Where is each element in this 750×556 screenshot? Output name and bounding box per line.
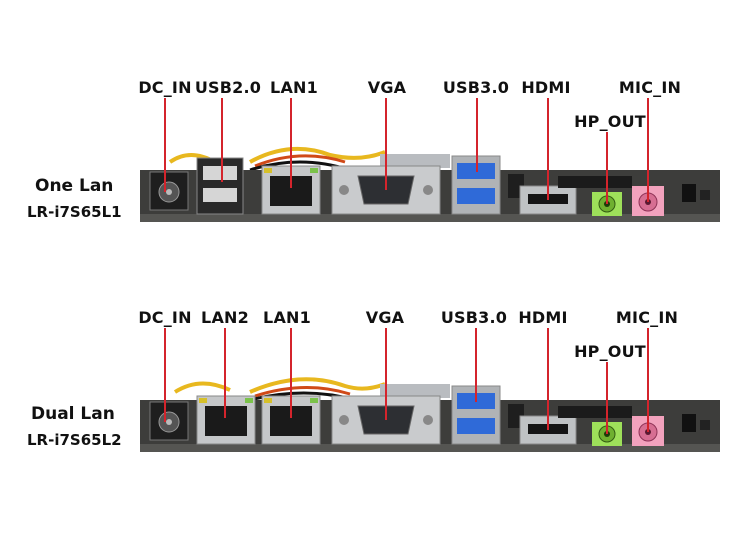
port-label-usb3: USB3.0 bbox=[440, 308, 508, 327]
port-label-hp-out: HP_OUT bbox=[574, 112, 646, 131]
port-label-usb3: USB3.0 bbox=[442, 78, 510, 97]
leader-line bbox=[385, 98, 387, 190]
dc-jack bbox=[149, 171, 189, 211]
model-number: LR-i7S65L2 bbox=[27, 431, 122, 449]
port-label-mic-in: MIC_IN bbox=[618, 78, 682, 97]
port-label-hdmi: HDMI bbox=[521, 78, 571, 97]
leader-line bbox=[476, 98, 478, 172]
io-panel-board-image bbox=[140, 146, 720, 222]
leader-line bbox=[164, 328, 166, 422]
port-label-lan2: LAN2 bbox=[201, 308, 249, 327]
leader-line bbox=[164, 98, 166, 192]
leader-line bbox=[606, 362, 608, 434]
leader-line bbox=[647, 328, 649, 432]
leader-line bbox=[475, 328, 477, 402]
leader-line bbox=[290, 98, 292, 188]
port-label-dc-in: DC_IN bbox=[138, 308, 192, 327]
port-label-vga: VGA bbox=[365, 308, 405, 327]
variant-one-lan: DC_IN USB2.0 LAN1 VGA USB3.0 HDMI HP_OUT… bbox=[0, 70, 750, 310]
port-label-usb2: USB2.0 bbox=[194, 78, 262, 97]
port-label-vga: VGA bbox=[367, 78, 407, 97]
port-label-hp-out: HP_OUT bbox=[574, 342, 646, 361]
leader-line bbox=[547, 98, 549, 200]
port-label-mic-in: MIC_IN bbox=[615, 308, 679, 327]
leader-line bbox=[547, 328, 549, 430]
port-label-dc-in: DC_IN bbox=[138, 78, 192, 97]
port-label-lan1: LAN1 bbox=[270, 78, 318, 97]
leader-line bbox=[606, 132, 608, 204]
port-label-lan1: LAN1 bbox=[263, 308, 311, 327]
model-number: LR-i7S65L1 bbox=[27, 203, 122, 221]
leader-line bbox=[290, 328, 292, 418]
variant-title: Dual Lan bbox=[31, 404, 115, 424]
io-panel-board-image bbox=[140, 377, 720, 452]
leader-line bbox=[224, 328, 226, 418]
variant-title: One Lan bbox=[35, 176, 114, 196]
leader-line bbox=[385, 328, 387, 420]
port-label-hdmi: HDMI bbox=[518, 308, 568, 327]
leader-line bbox=[647, 98, 649, 202]
variant-dual-lan: DC_IN LAN2 LAN1 VGA USB3.0 HDMI HP_OUT M… bbox=[0, 300, 750, 540]
leader-line bbox=[221, 98, 223, 182]
